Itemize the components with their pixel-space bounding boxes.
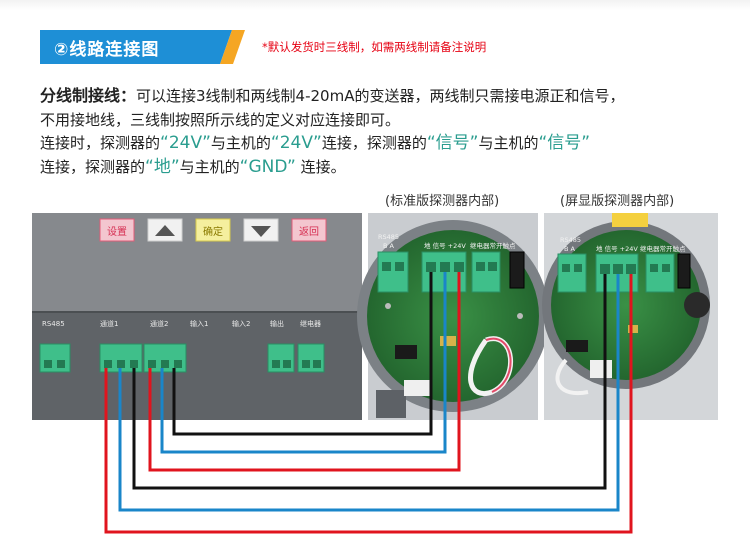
highlight-gnd: “GND” <box>239 156 296 177</box>
highlight-signal-host: “信号” <box>538 133 591 153</box>
button-back[interactable]: 返回 <box>291 218 327 242</box>
standard-detector-components <box>395 336 514 396</box>
button-up[interactable] <box>147 218 183 242</box>
highlight-24v-host: “24V” <box>270 133 322 153</box>
button-confirm-label: 确定 <box>203 225 223 238</box>
wire-signal-display <box>118 274 620 512</box>
arrow-down-icon <box>251 226 271 237</box>
intro-line-2: 不用接地线，三线制按照所示线的定义对应连接即可。 <box>40 110 401 129</box>
label-output: 输出 <box>270 319 284 328</box>
intro-line-1: 分线制接线：可以连接3线制和两线制4-20mA的变送器，两线制只需接电源正和信号… <box>40 86 625 105</box>
disp-ba-label: B A <box>564 245 576 253</box>
std-rs485-label: RS485 <box>378 233 399 241</box>
label-channel-2: 通道2 <box>150 319 168 328</box>
label-input-2: 输入2 <box>232 319 250 328</box>
label-input-1: 输入1 <box>190 319 208 328</box>
caption-display: (屏显版探测器内部) <box>560 194 675 209</box>
wire-24v-standard <box>148 272 461 472</box>
wire-signal-standard <box>160 272 447 454</box>
controller-terminal-labels: RS485 通道1 通道2 输入1 输入2 输出 继电器 <box>42 319 321 328</box>
display-detector-labels: RS485 B A 地 信号 +24V 继电器常开触点 <box>560 236 686 253</box>
label-rs485: RS485 <box>42 320 65 328</box>
std-relay-label: 继电器常开触点 <box>470 241 516 250</box>
highlight-24v: “24V” <box>160 133 211 153</box>
disp-rs485-label: RS485 <box>560 236 581 244</box>
caption-standard: (标准版探测器内部) <box>385 194 500 209</box>
section-tab: ②线路连接图 <box>40 30 245 64</box>
button-confirm[interactable]: 确定 <box>195 218 231 242</box>
intro-text: 分线制接线：可以连接3线制和两线制4-20mA的变送器，两线制只需接电源正和信号… <box>40 84 720 179</box>
standard-detector-screws <box>382 262 497 272</box>
highlight-signal: “信号” <box>426 133 479 153</box>
label-relay: 继电器 <box>300 319 321 328</box>
intro-line-4: 连接，探测器的“地”与主机的“GND” 连接。 <box>40 156 346 177</box>
arrow-up-icon <box>155 225 175 236</box>
disp-terminal-label: 地 信号 +24V <box>596 244 638 253</box>
button-set-label: 设置 <box>107 226 127 238</box>
display-detector-screws <box>562 264 670 274</box>
label-channel-1: 通道1 <box>100 319 118 328</box>
intro-line-3: 连接时，探测器的“24V”与主机的“24V”连接，探测器的“信号”与主机的“信号… <box>40 133 591 153</box>
std-ba-label: B A <box>383 242 395 250</box>
button-down[interactable] <box>243 218 279 242</box>
tab-background <box>40 30 245 64</box>
controller-terminal-screws <box>44 360 321 368</box>
header-band <box>0 0 750 10</box>
wire-ground-display <box>132 274 607 490</box>
standard-detector-labels: RS485 B A 地 信号 +24V 继电器常开触点 <box>378 233 516 250</box>
controller-panel <box>32 213 362 420</box>
disp-relay-label: 继电器常开触点 <box>640 244 686 253</box>
button-back-label: 返回 <box>299 226 319 238</box>
button-set[interactable]: 设置 <box>99 218 135 242</box>
wires-standard <box>148 272 461 472</box>
wire-ground-standard <box>172 272 433 436</box>
wire-24v-display <box>104 274 633 534</box>
delivery-note: *默认发货时三线制，如需两线制请备注说明 <box>262 40 487 54</box>
display-detector-terminals <box>557 253 691 293</box>
section-title: ②线路连接图 <box>54 40 160 60</box>
intro-lead: 分线制接线： <box>40 86 137 105</box>
std-terminal-label: 地 信号 +24V <box>424 241 466 250</box>
wires-display <box>104 274 633 534</box>
highlight-ground: “地” <box>145 156 180 177</box>
